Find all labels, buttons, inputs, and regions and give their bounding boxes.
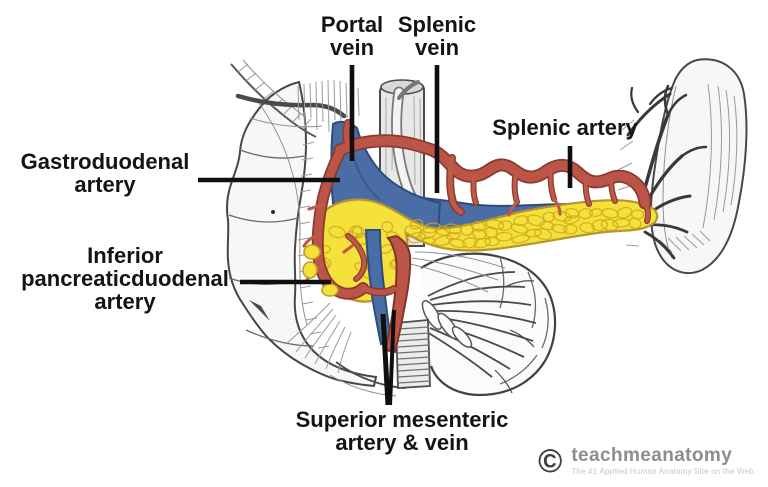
label-gastroduodenal-artery: Gastroduodenal artery — [20, 149, 190, 197]
liver-fringe-hatching — [297, 79, 360, 133]
label-inferior-pancreaticoduodenal-artery: Inferior pancreaticduodenal artery — [21, 243, 229, 314]
superior-mesenteric-leader-line-right — [388, 309, 396, 406]
mesentery-fan-left — [285, 302, 352, 374]
mesentery-leaves — [421, 300, 473, 348]
peritoneal-fold — [249, 300, 270, 321]
pancreas-head-lobes — [302, 244, 339, 297]
label-portal-vein: Portal vein — [320, 12, 384, 60]
label-splenic-artery: Splenic artery — [492, 115, 638, 140]
superior-mesenteric-leader-line-left — [380, 313, 391, 406]
hepatic-artery-gray-arc — [235, 93, 347, 119]
watermark: © teachmeanatomy The #1 Applied Human An… — [538, 444, 756, 477]
stomach-edge-drawing — [230, 59, 360, 138]
duodenum-hatching — [297, 141, 330, 349]
ribbed-bowel-column — [395, 319, 431, 389]
arteries — [302, 123, 648, 354]
label-superior-mesenteric-artery-vein: Superior mesenteric artery & vein — [295, 407, 509, 455]
splenic-hilum-vessels — [626, 84, 708, 260]
label-splenic-vein: Splenic vein — [397, 12, 477, 60]
jejunum-mesentery-drawing — [395, 251, 557, 397]
upper-mesentery-fan — [409, 251, 506, 293]
copyright-icon: © — [538, 442, 563, 479]
leader-lines — [198, 65, 573, 406]
watermark-tagline: The #1 Applied Human Anatomy Site on the… — [571, 466, 757, 476]
ink-dot — [271, 210, 275, 214]
watermark-brand: teachmeanatomy — [571, 444, 733, 466]
spleen-drawing — [617, 58, 748, 275]
